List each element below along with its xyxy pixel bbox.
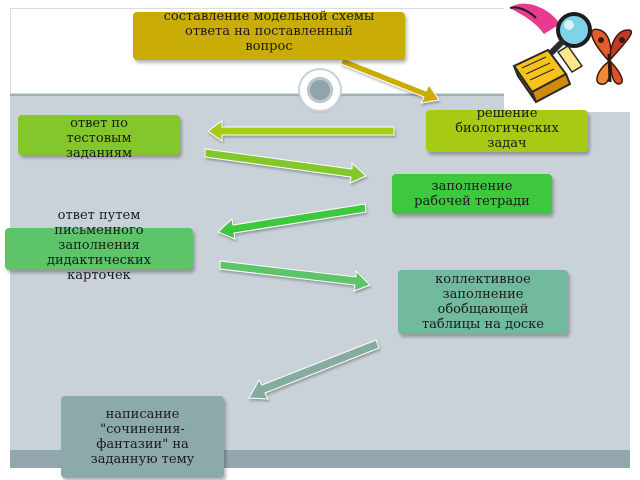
- node-summary-table: коллективное заполнение обобщающей табли…: [398, 270, 568, 334]
- node-model-scheme-label: составление модельной схемы ответа на по…: [163, 8, 375, 54]
- node-biology-tasks-label: решение биологических задач: [455, 105, 559, 151]
- clipart-illustration: [504, 0, 636, 112]
- node-workbook: заполнение рабочей тетради: [392, 174, 552, 214]
- node-summary-table-label: коллективное заполнение обобщающей табли…: [421, 272, 544, 332]
- node-test-tasks: ответ по тестовым заданиям: [18, 115, 180, 161]
- clipart-svg: [509, 3, 633, 104]
- node-didactic-cards-label: ответ путем письменного заполнения дидак…: [46, 208, 152, 283]
- book-icon: [512, 44, 584, 104]
- node-biology-tasks: решение биологических задач: [426, 106, 588, 152]
- node-workbook-label: заполнение рабочей тетради: [414, 179, 530, 209]
- node-didactic-cards: ответ путем письменного заполнения дидак…: [5, 208, 193, 283]
- circle-badge: [300, 70, 340, 110]
- node-fantasy-essay: написание "сочинения- фантазии" на задан…: [61, 396, 224, 478]
- magnifier-icon: [509, 3, 592, 59]
- node-model-scheme: составление модельной схемы ответа на по…: [133, 8, 405, 60]
- node-fantasy-essay-label: написание "сочинения- фантазии" на задан…: [90, 407, 195, 467]
- node-test-tasks-label: ответ по тестовым заданиям: [65, 115, 133, 161]
- butterfly-icon: [590, 28, 633, 85]
